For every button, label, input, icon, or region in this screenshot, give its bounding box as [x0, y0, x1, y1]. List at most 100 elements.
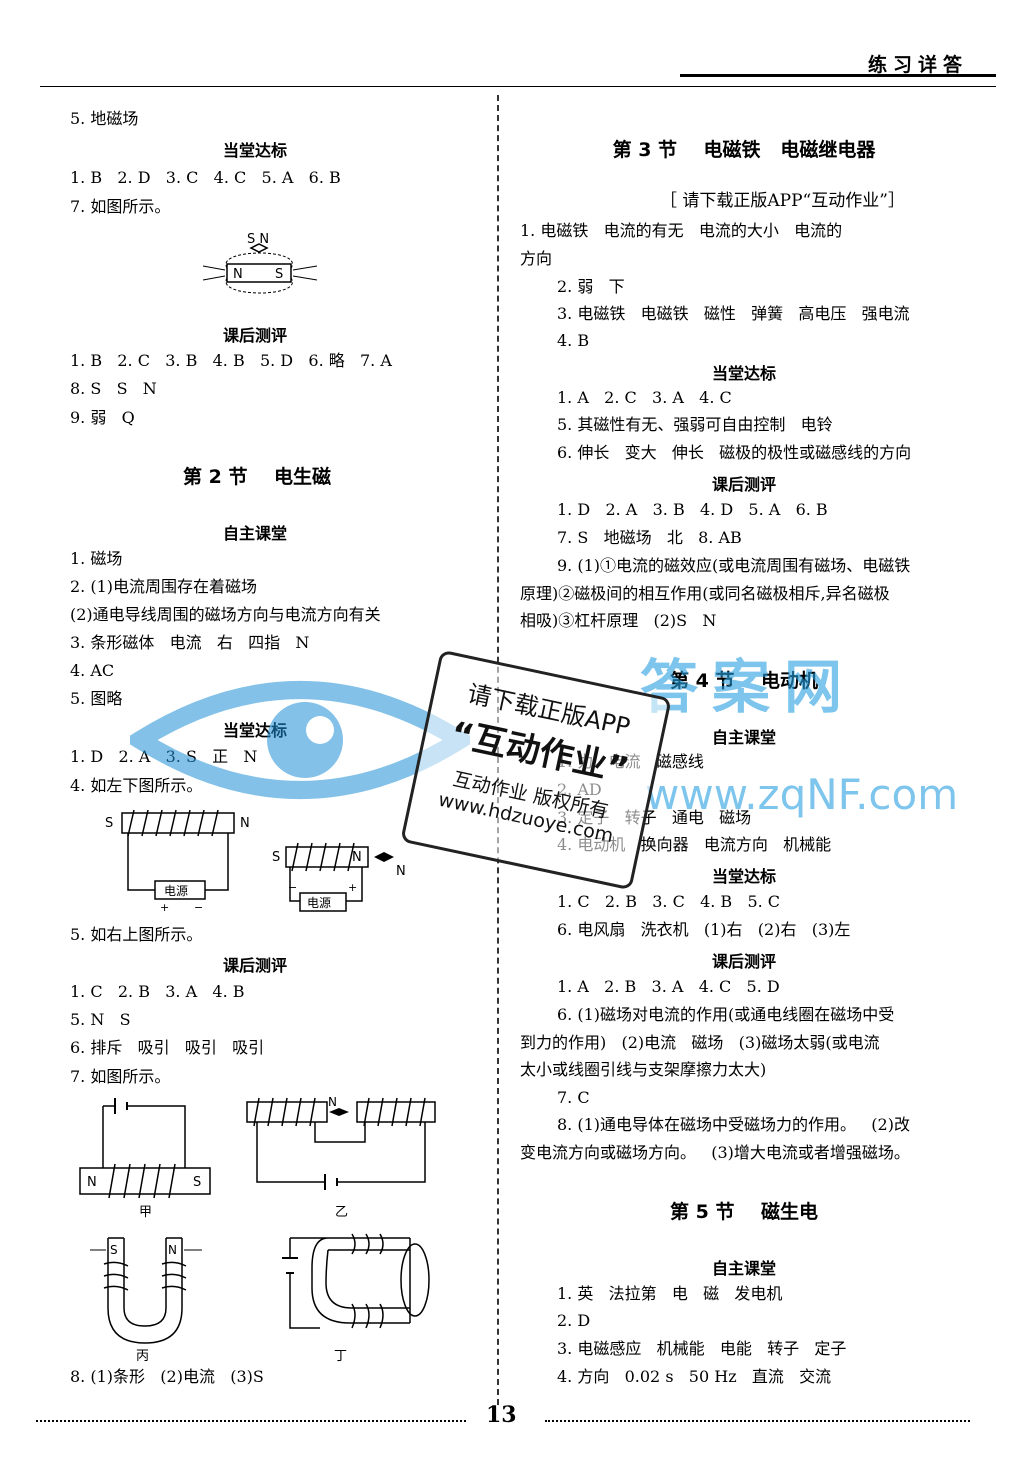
circuit-figures-bing-ding: S N 丙 丁: [90, 1233, 430, 1363]
svg-text:N: N: [87, 1175, 97, 1190]
answer-line: (2)通电导线周围的磁场方向与电流方向有关: [70, 605, 381, 624]
answer-line: 4. 如左下图所示。: [70, 776, 203, 795]
answer-line: 1. 英 法拉第 电 磁 发电机: [557, 1284, 783, 1303]
svg-text:−: −: [288, 881, 297, 894]
answer-line: 9. 弱 Q: [70, 408, 135, 427]
svg-text:S: S: [272, 850, 280, 865]
answer-line: 6. 排斥 吸引 吸引 吸引: [70, 1038, 265, 1057]
footer-rule-right: [545, 1420, 970, 1422]
app-banner: ［ 请下载正版APP“互动作业”］: [660, 191, 905, 211]
header-title: 练习详答: [867, 54, 968, 76]
svg-text:电源: 电源: [307, 896, 331, 910]
answer-line: 4. B: [557, 331, 590, 350]
answer-line: 6. (1)磁场对电流的作用(或通电线圈在磁场中受: [557, 1005, 895, 1024]
answer-line: 1. B 2. D 3. C 4. C 5. A 6. B: [70, 168, 341, 187]
svg-text:N: N: [352, 850, 362, 865]
svg-text:乙: 乙: [335, 1205, 348, 1220]
svg-text:丙: 丙: [136, 1349, 149, 1363]
answer-line: 1. 电磁铁 电流的有无 电流的大小 电流的: [520, 221, 843, 240]
answer-line: 1. 磁场: [70, 549, 123, 568]
svg-text:电源: 电源: [164, 884, 188, 898]
subheading: 当堂达标: [711, 867, 776, 886]
section-title: 第 4 节 电动机: [670, 670, 818, 692]
answer-line: 7. C: [557, 1088, 590, 1107]
solenoid-figures: S N 电源 + − S N N 电源 − +: [105, 809, 406, 914]
subheading: 课后测评: [711, 475, 776, 494]
page-number: 13: [486, 1402, 517, 1428]
subheading: 课后测评: [711, 952, 776, 971]
svg-text:N: N: [168, 1243, 177, 1257]
answer-line: 1. D 2. A 3. B 4. D 5. A 6. B: [557, 500, 828, 519]
answer-line: 5. 如右上图所示。: [70, 925, 203, 944]
answer-line: 2. D: [557, 1311, 591, 1330]
subheading: 自主课堂: [711, 1259, 776, 1278]
answer-line: 1. C 2. B 3. C 4. B 5. C: [557, 892, 781, 911]
answer-line: 6. 伸长 变大 伸长 磁极的极性或磁感线的方向: [557, 443, 912, 462]
svg-text:N: N: [328, 1095, 337, 1109]
circuit-figures-jia-yi: N S 甲 N 乙: [79, 1095, 436, 1220]
answer-line: 原理)②磁极间的相互作用(或同名磁极相斥,异名磁极: [520, 584, 890, 603]
section-title: 第 3 节 电磁铁 电磁继电器: [612, 139, 876, 161]
answer-line: 变电流方向或磁场方向。 (3)增大电流或者增强磁场。: [520, 1143, 910, 1162]
answer-line: 2. (1)电流周围存在着磁场: [70, 577, 258, 596]
svg-text:甲: 甲: [139, 1205, 152, 1220]
svg-text:S: S: [193, 1175, 201, 1190]
compass-label: S N: [247, 232, 269, 247]
subheading: 自主课堂: [222, 524, 287, 543]
answer-line: 2. AD: [557, 780, 602, 799]
svg-text:+: +: [348, 881, 357, 894]
bar-magnet-figure: S N N S: [202, 232, 318, 294]
answer-line: 3. 条形磁体 电流 右 四指 N: [70, 633, 310, 652]
subheading: 课后测评: [222, 956, 287, 975]
answer-line: 5. 其磁性有无、强弱可自由控制 电铃: [557, 415, 833, 434]
answer-line: 4. 电动机 换向器 电流方向 机械能: [557, 835, 832, 854]
magnet-n-label: N: [233, 267, 243, 282]
svg-text:+: +: [160, 901, 169, 914]
subheading: 课后测评: [222, 326, 287, 345]
subheading: 自主课堂: [711, 728, 776, 747]
stamp-line: “互动作业”: [447, 714, 633, 791]
section-title: 第 5 节 磁生电: [670, 1201, 818, 1223]
answer-line: 5. 地磁场: [70, 109, 139, 128]
answer-line: 8. (1)通电导体在磁场中受磁场力的作用。 (2)改: [557, 1115, 910, 1134]
svg-text:N: N: [240, 816, 250, 831]
answer-line: 太小或线圈引线与支架摩擦力太大): [520, 1060, 767, 1079]
answer-line: 9. (1)①电流的磁效应(或电流周围有磁场、电磁铁: [557, 556, 911, 575]
header-rule: [40, 86, 996, 87]
answer-line: 2. 弱 下: [557, 277, 625, 296]
answer-line: 1. A 2. C 3. A 4. C: [557, 388, 732, 407]
footer-rule-left: [36, 1420, 466, 1422]
header-thick-rule: [680, 74, 996, 77]
answer-line: 3. 电磁铁 电磁铁 磁性 弹簧 高电压 强电流: [557, 304, 910, 323]
subheading: 当堂达标: [711, 364, 776, 383]
answer-line: 3. 定子 转子 通电 磁场: [557, 808, 752, 827]
svg-text:N: N: [396, 864, 406, 879]
answer-line: 到力的作用) (2)电流 磁场 (3)磁场太弱(或电流: [520, 1033, 880, 1052]
answer-line: 6. 电风扇 洗衣机 (1)右 (2)右 (3)左: [557, 920, 851, 939]
svg-text:S: S: [110, 1243, 118, 1257]
answer-line: 1. A 2. B 3. A 4. C 5. D: [557, 977, 780, 996]
subheading: 当堂达标: [222, 141, 287, 160]
svg-text:S: S: [105, 816, 113, 831]
answer-line: 5. 图略: [70, 689, 123, 708]
answer-line: 8. (1)条形 (2)电流 (3)S: [70, 1367, 264, 1386]
answer-line: 1. B 2. C 3. B 4. B 5. D 6. 略 7. A: [70, 351, 392, 370]
answer-line: 7. S 地磁场 北 8. AB: [557, 528, 742, 547]
answer-line: 相吸)③杠杆原理 (2)S N: [520, 611, 717, 630]
answer-line: 8. S S N: [70, 379, 157, 398]
answer-line: 1. 力 电流 磁感线: [557, 752, 704, 771]
answer-line: 7. 如图所示。: [70, 1067, 171, 1086]
subheading: 当堂达标: [222, 721, 287, 740]
svg-text:丁: 丁: [334, 1349, 347, 1363]
answer-line: 1. D 2. A 3. S 正 N: [70, 747, 258, 766]
column-separator: [497, 95, 499, 1405]
magnet-s-label: S: [275, 267, 283, 282]
answer-line: 3. 电磁感应 机械能 电能 转子 定子: [557, 1339, 847, 1358]
answer-line: 7. 如图所示。: [70, 197, 171, 216]
answer-line: 4. AC: [70, 661, 115, 680]
answer-line: 方向: [520, 249, 553, 268]
section-title: 第 2 节 电生磁: [183, 466, 331, 488]
answer-line: 5. N S: [70, 1010, 131, 1029]
svg-text:−: −: [194, 901, 203, 914]
answer-line: 1. C 2. B 3. A 4. B: [70, 982, 245, 1001]
